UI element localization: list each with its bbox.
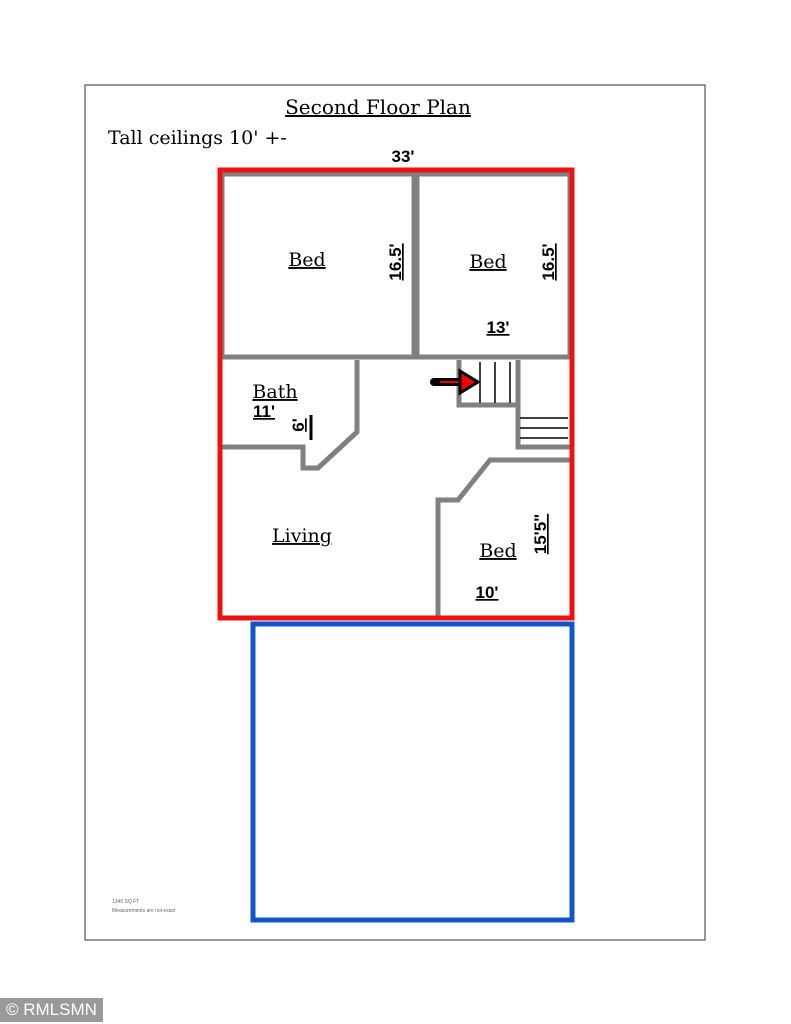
ceiling-note: Tall ceilings 10' +-: [108, 127, 287, 149]
watermark: © RMLSMN: [0, 998, 103, 1022]
dim-bath-depth: 6': [289, 418, 308, 432]
plan-title: Second Floor Plan: [285, 95, 471, 119]
arrow-right-icon: [430, 368, 481, 396]
dim-bath-width: 11': [253, 402, 275, 421]
dim-bed1-depth: 16.5': [386, 243, 405, 280]
page-frame: [84, 84, 706, 941]
dim-bed3-depth: 15'5": [531, 514, 550, 554]
room-label-bath: Bath: [252, 381, 297, 403]
stairs: [479, 362, 568, 439]
dim-bed2-width: 13': [487, 318, 510, 337]
disclaimer: Measurements are not exact: [112, 908, 176, 914]
dim-bed2-depth: 16.5': [539, 243, 558, 280]
area-note: 1346 SQ FT: [112, 899, 139, 905]
dim-bed3-width: 10': [476, 583, 499, 602]
lower-area-outline: [250, 621, 575, 923]
room-label-living: Living: [272, 525, 332, 547]
room-label-bed1: Bed: [288, 249, 325, 271]
exterior-wall: [217, 167, 575, 621]
dim-overall-width: 33': [392, 147, 415, 166]
room-label-bed2: Bed: [469, 251, 506, 273]
room-label-bed3: Bed: [479, 540, 516, 562]
